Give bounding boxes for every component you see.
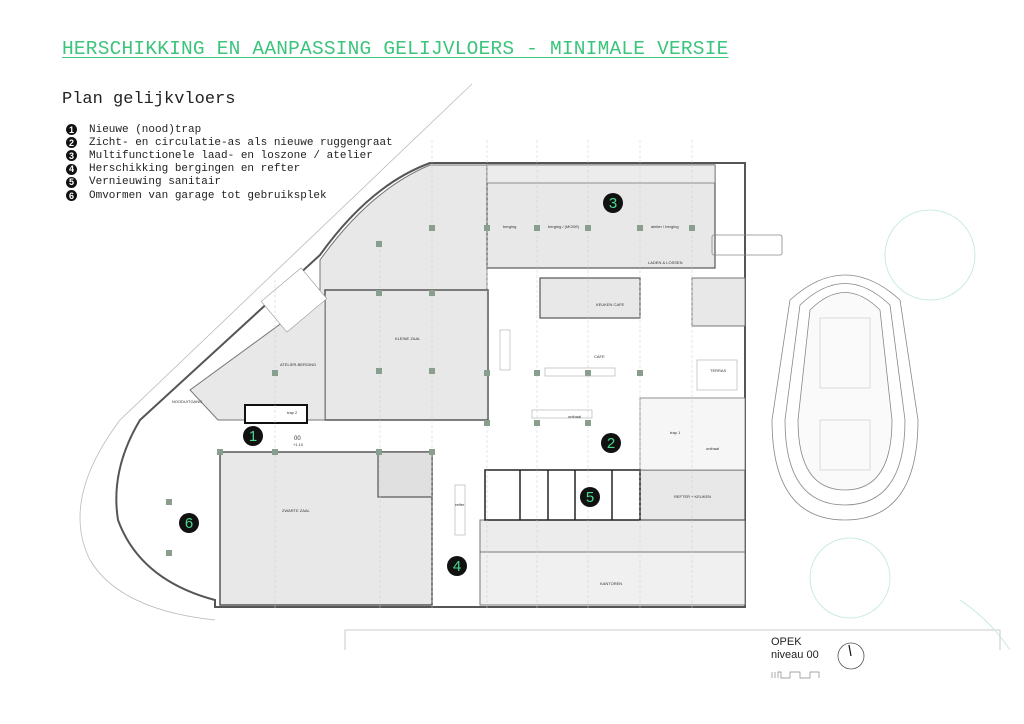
legend-label: Vernieuwing sanitair (89, 176, 222, 189)
room-label-terras: TERRAS (710, 368, 727, 373)
legend-item: 2 Zicht- en circulatie-as als nieuwe rugg… (66, 136, 393, 149)
room-label-berging: berging (503, 224, 516, 229)
room-label-atelier-berging-upper: ATELIER-BERGING (280, 362, 316, 367)
project-name: OPEK (771, 636, 802, 648)
svg-text:4: 4 (453, 558, 461, 575)
north-arrow-icon (837, 642, 865, 670)
site-boundary (79, 83, 1011, 651)
room-label-trap2: trap 2 (287, 410, 298, 415)
marker-4: 4 (447, 556, 467, 576)
room-label-kleine-zaal: KLEINE ZAAL (395, 336, 421, 341)
legend-number: 3 (66, 150, 77, 162)
svg-text:1: 1 (249, 428, 257, 445)
sports-track (771, 274, 919, 521)
legend-item: 4 Herschikking bergingen en refter (66, 163, 393, 176)
legend-number: 1 (66, 124, 77, 136)
legend-label: Nieuwe (nood)trap (89, 123, 202, 136)
marker-3: 3 (603, 193, 623, 213)
room-labels: berging berging / (MODE) atelier / bergi… (172, 224, 727, 586)
legend-number: 2 (66, 137, 77, 149)
building (115, 140, 783, 610)
legend-label: Omvormen van garage tot gebruiksplek (89, 189, 327, 202)
svg-text:6: 6 (185, 515, 193, 532)
legend-number: 4 (66, 163, 77, 175)
marker-2: 2 (601, 433, 621, 453)
legend-item: 1 Nieuwe (nood)trap (66, 123, 393, 136)
room-label-berging-mode: berging / (MODE) (548, 224, 580, 229)
legend: 1 Nieuwe (nood)trap 2 Zicht- en circulatie… (66, 123, 393, 202)
marker-6: 6 (179, 513, 199, 533)
room-label-cafe: CAFE (594, 354, 605, 359)
room-label-nooduitgang: NOODUITGANG (172, 399, 202, 404)
room-label-onthaal-2: onthaal (706, 446, 719, 451)
room-label-onthaal: onthaal (568, 414, 581, 419)
legend-label: Zicht- en circulatie-as als nieuwe rugge… (89, 136, 393, 149)
sheet-title: HERSCHIKKING EN AANPASSING GELIJVLOERS -… (62, 38, 729, 60)
room-label-atelier-berging: atelier / berging (651, 224, 679, 229)
room-label-zwarte-zaal: ZWARTE ZAAL (282, 508, 311, 513)
svg-text:5: 5 (586, 489, 594, 506)
room-label-refter: refter (455, 502, 465, 507)
title-block: OPEK niveau 00 (771, 636, 819, 662)
scale-bar-icon (771, 671, 820, 679)
plan-title: Plan gelijkvloers (62, 90, 236, 109)
legend-label: Multifunctionele laad- en loszone / atel… (89, 149, 373, 162)
svg-text:2: 2 (607, 435, 615, 452)
legend-item: 5 Vernieuwing sanitair (66, 176, 393, 189)
legend-label: Herschikking bergingen en refter (89, 163, 301, 176)
level-name: niveau 00 (771, 649, 819, 661)
legend-item: 3 Multifunctionele laad- en loszone / ate… (66, 149, 393, 162)
level-label: 00 (294, 436, 301, 442)
room-label-keuken-cafe: KEUKEN CAFE (596, 302, 625, 307)
room-label-laden-lossen: LADEN & LOSSEN (648, 260, 683, 265)
marker-1: 1 (243, 426, 263, 446)
legend-number: 6 (66, 190, 77, 202)
room-label-kantoren: KANTOREN (600, 581, 622, 586)
legend-number: 5 (66, 176, 77, 188)
room-label-trap1: trap 1 (670, 430, 681, 435)
level-height: +1.10 (293, 442, 304, 447)
legend-item: 6 Omvormen van garage tot gebruiksplek (66, 189, 393, 202)
marker-5: 5 (580, 487, 600, 507)
room-label-refter-keuken: REFTER + KEUKEN (674, 494, 711, 499)
svg-text:3: 3 (609, 195, 617, 212)
plan-markers: 1 2 3 4 5 6 (179, 193, 623, 576)
